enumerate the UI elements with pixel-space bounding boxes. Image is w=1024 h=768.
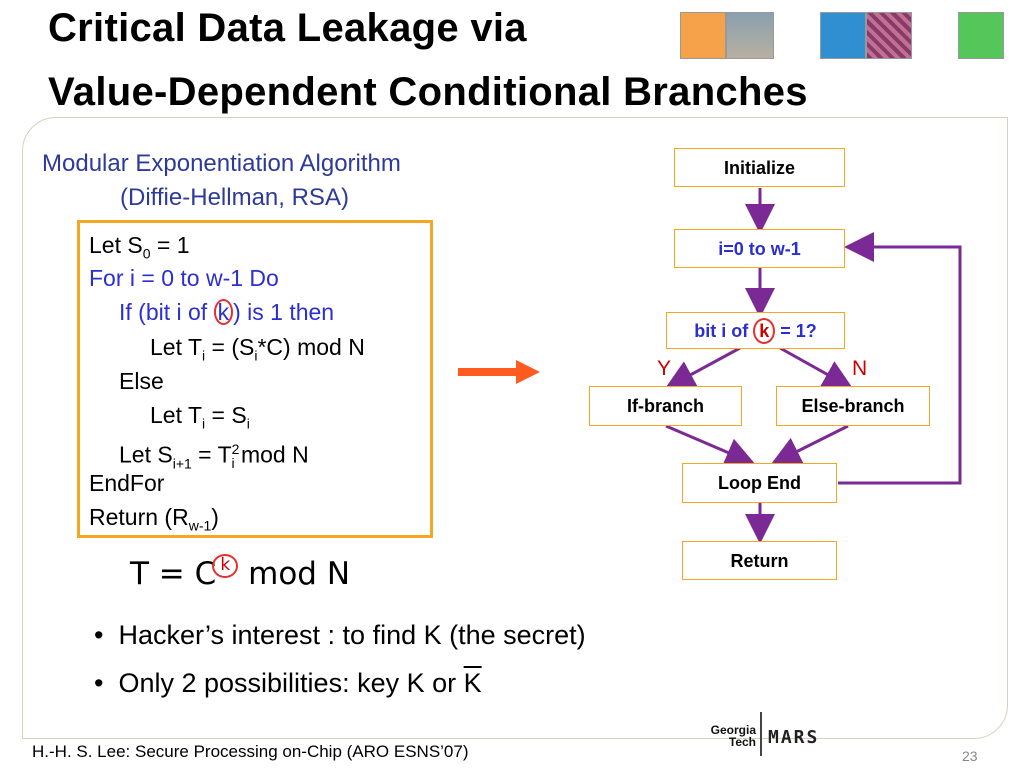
code-line-4: Let Ti = (Si*C) mod N: [150, 334, 365, 364]
code-line-6: Let Ti = Si: [150, 402, 250, 432]
content-panel: [22, 117, 1008, 739]
code-line-5: Else: [119, 368, 164, 394]
logo-divider: [760, 712, 762, 756]
flow-return: Return: [682, 541, 837, 580]
pseudocode-box: [77, 220, 433, 538]
georgia-tech-logo: Georgia Tech: [710, 723, 756, 749]
bullet-item-1: • Hacker’s interest : to find K (the sec…: [94, 620, 586, 650]
slide-title-line-2: Value-Dependent Conditional Branches: [48, 70, 808, 114]
header-thumbnail-orange: [680, 12, 726, 59]
code-line-9: Return (Rw-1): [89, 504, 219, 534]
code-line-8: EndFor: [89, 470, 165, 496]
bullet-item-2: • Only 2 possibilities: key K or K: [94, 668, 482, 698]
header-thumbnail-chip: [866, 12, 912, 59]
flow-initialize: Initialize: [674, 148, 845, 187]
flowchart-connectors: [664, 188, 962, 544]
flow-condition: bit i of k = 1?: [666, 312, 845, 349]
code-k-highlight: k: [213, 299, 234, 325]
code-line-2: For i = 0 to w-1 Do: [89, 265, 279, 291]
header-thumbnail-green: [958, 12, 1004, 59]
subtitle-line-2: (Diffie-Hellman, RSA): [120, 184, 349, 211]
flow-else-branch: Else-branch: [776, 386, 930, 426]
header-thumbnail-photo: [726, 12, 774, 59]
mars-logo: MARS: [768, 727, 820, 748]
subtitle-line-1: Modular Exponentiation Algorithm: [42, 150, 401, 177]
flow-k-highlight: k: [753, 318, 776, 344]
code-line-3: If (bit i of k) is 1 then: [119, 299, 335, 325]
code-line-1: Let S0 = 1: [89, 232, 190, 262]
flow-loop-end: Loop End: [682, 463, 837, 503]
flow-yes-label: Y: [657, 357, 672, 380]
flow-if-branch: If-branch: [589, 386, 742, 426]
footer-credit: H.-H. S. Lee: Secure Processing on-Chip …: [32, 742, 469, 761]
page-number: 23: [962, 748, 978, 764]
arrow-right-icon: [458, 360, 540, 384]
slide-title-line-1: Critical Data Leakage via: [48, 6, 527, 50]
flow-loop-start: i=0 to w-1: [674, 229, 845, 268]
flow-no-label: N: [852, 357, 868, 380]
header-thumbnail-blue: [820, 12, 866, 59]
formula-exponent-k: k: [212, 554, 239, 578]
code-line-7: Let Si+1 = T2i mod N: [119, 441, 309, 472]
